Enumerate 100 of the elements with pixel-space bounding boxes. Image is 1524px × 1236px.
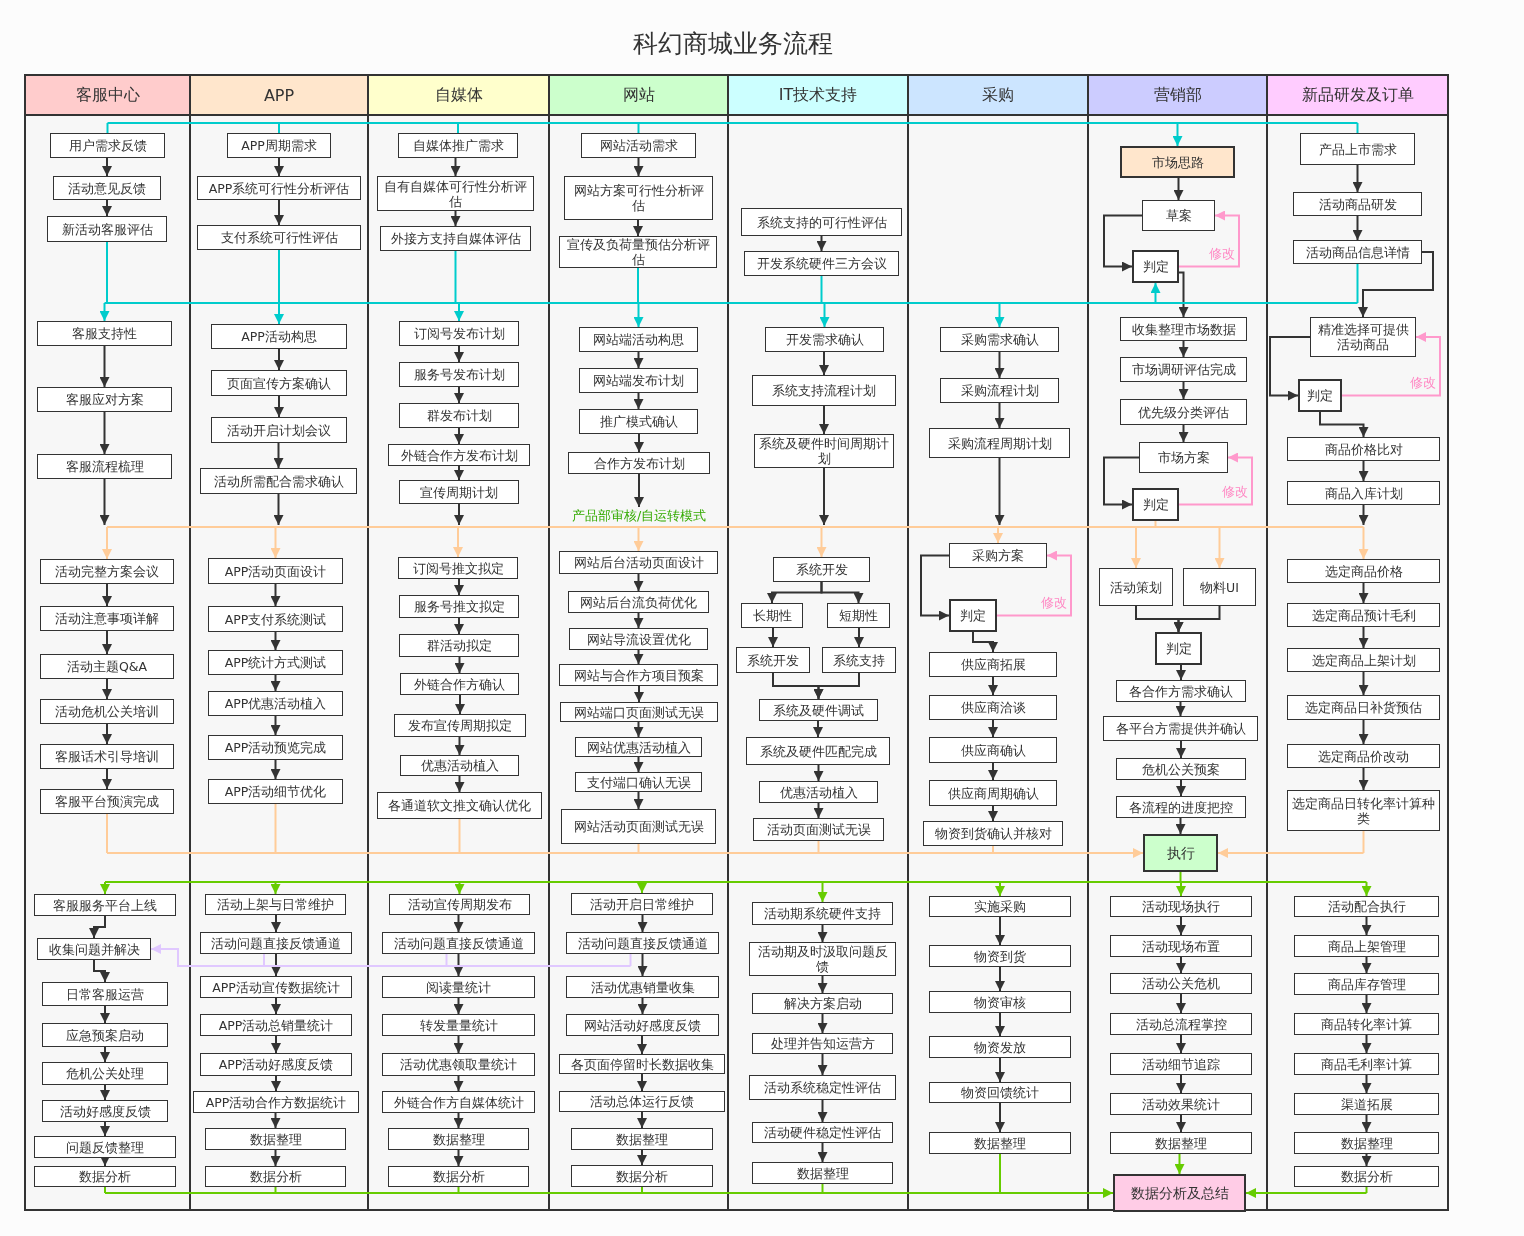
arrow — [454, 578, 464, 596]
arrow — [453, 953, 464, 977]
arrow — [633, 649, 644, 665]
process-box: 物料UI — [1183, 568, 1256, 606]
arrow — [994, 457, 1005, 526]
arrow — [454, 617, 464, 635]
arrow — [454, 465, 464, 481]
process-box: 数据分析 — [571, 1165, 713, 1187]
arrow — [1245, 1188, 1368, 1198]
process-box: 渠道拓展 — [1294, 1093, 1439, 1115]
process-box: 客服应对方案 — [37, 387, 172, 412]
arrow — [102, 768, 112, 790]
arrow — [817, 924, 828, 943]
process-box: 网站活动好感度反馈 — [566, 1014, 719, 1036]
arrow — [1358, 671, 1369, 696]
arrow — [633, 791, 644, 810]
process-box: 活动页面测试无误 — [753, 818, 884, 841]
process-box: 数据分析 — [205, 1166, 346, 1187]
arrow — [633, 219, 643, 237]
arrow — [273, 493, 284, 526]
arrow — [633, 756, 644, 773]
arrow — [817, 1053, 828, 1076]
decision-box: 判定 — [1155, 632, 1202, 665]
arrow — [1361, 881, 1372, 897]
arrow — [453, 997, 464, 1015]
connector-line — [274, 1186, 277, 1194]
lane-header: 采购 — [909, 76, 1087, 116]
process-box: APP活动细节优化 — [208, 779, 343, 804]
arrow — [454, 386, 464, 404]
process-box: 供应商周期确认 — [929, 780, 1057, 806]
process-box: 处理并告知运营方 — [752, 1033, 893, 1054]
swimlane — [727, 74, 909, 1211]
connector-line — [1179, 871, 1182, 883]
arrow — [274, 199, 284, 226]
arrow — [100, 1156, 110, 1167]
arrow — [995, 966, 1005, 992]
arrow — [768, 627, 778, 648]
process-box: 宣传周期计划 — [399, 480, 519, 504]
arrow — [1341, 332, 1441, 397]
connector-line — [445, 953, 448, 967]
arrow — [633, 302, 644, 328]
arrow — [1178, 340, 1189, 358]
process-box: 用户需求反馈 — [50, 133, 165, 158]
process-box: 网站与合作方项目预案 — [559, 664, 718, 686]
process-box: 活动商品研发 — [1293, 192, 1422, 216]
process-box: 活动问题直接反馈通道 — [382, 932, 535, 954]
connector-line — [821, 1183, 824, 1194]
arrow — [270, 1112, 281, 1129]
process-box: APP支付系统测试 — [208, 606, 343, 632]
process-box: 网站端口页面测试无误 — [560, 702, 718, 722]
arrow — [1214, 526, 1225, 569]
process-box: APP活动构思 — [211, 324, 347, 349]
lane-header: 营销部 — [1089, 76, 1266, 116]
process-box: 采购方案 — [949, 543, 1047, 568]
connector-line — [458, 818, 461, 854]
process-box: 优惠活动植入 — [759, 781, 878, 803]
process-box: 商品库存管理 — [1294, 973, 1439, 995]
process-box: 阅读量统计 — [382, 976, 535, 998]
arrow — [454, 881, 465, 895]
arrow — [455, 694, 465, 715]
arrow — [102, 157, 112, 177]
process-box: 优先级分类评估 — [1120, 399, 1247, 425]
arrow — [633, 721, 644, 738]
connector-line — [637, 122, 640, 134]
arrow — [1358, 526, 1369, 560]
arrow — [100, 1005, 110, 1024]
arrow — [1176, 1034, 1186, 1054]
process-box: 网站方案可行性分析评估 — [564, 176, 713, 220]
arrow — [271, 997, 281, 1015]
process-box: 自媒体推广需求 — [398, 133, 518, 158]
arrow — [634, 433, 644, 453]
connector-line — [263, 953, 265, 967]
connector-line — [106, 122, 1359, 124]
arrow — [819, 302, 830, 328]
arrow — [270, 674, 281, 692]
arrow — [995, 1012, 1005, 1037]
connector-line — [637, 267, 639, 304]
process-box: 问题反馈整理 — [34, 1136, 176, 1158]
arrow — [453, 1112, 464, 1129]
connector-line — [641, 1186, 643, 1194]
process-box: 长期性 — [741, 603, 803, 628]
arrow — [1358, 251, 1434, 318]
decision-box: 判定 — [1132, 250, 1179, 283]
arrow — [100, 1046, 110, 1063]
arrow — [633, 392, 644, 410]
process-box: 商品毛利率计算 — [1294, 1053, 1439, 1075]
arrow — [633, 526, 644, 552]
process-box: 草案 — [1142, 200, 1215, 231]
arrow — [1217, 848, 1365, 858]
connector-line — [106, 813, 108, 854]
process-box: 客服流程梳理 — [37, 454, 172, 479]
connector-line — [104, 881, 1368, 883]
connector-line — [104, 1186, 106, 1194]
arrow — [1358, 582, 1369, 604]
process-box: 数据整理 — [205, 1128, 346, 1150]
process-box: 数据分析及总结 — [1113, 1174, 1246, 1212]
arrow — [820, 581, 864, 604]
process-box: 危机公关预案 — [1116, 758, 1246, 780]
process-box: APP统计方式测试 — [208, 650, 343, 675]
process-box: APP活动好感度反馈 — [200, 1053, 352, 1076]
